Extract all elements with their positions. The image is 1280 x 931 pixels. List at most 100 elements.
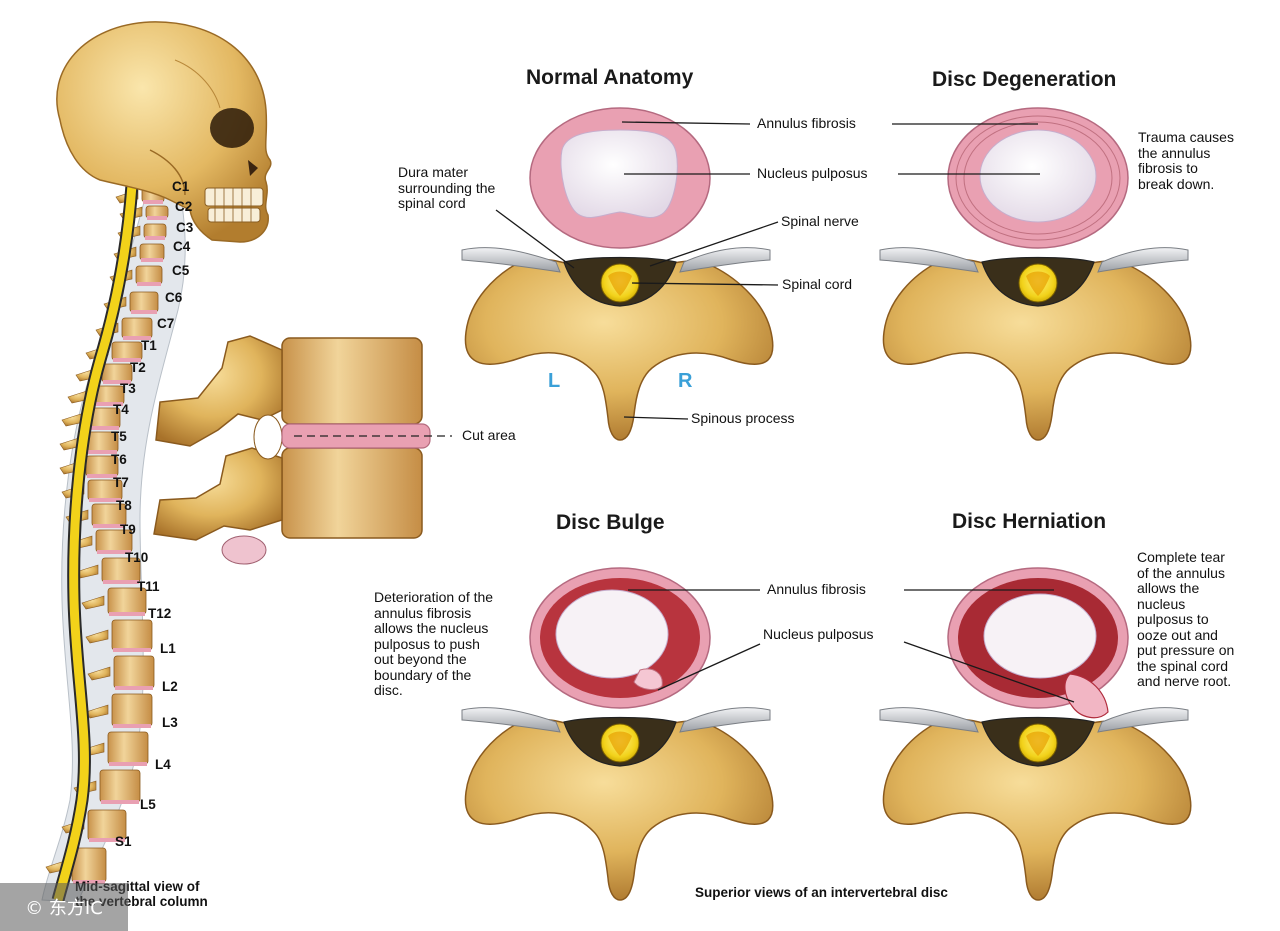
- note-bulge: Deterioration of the annulus fibrosis al…: [374, 589, 494, 698]
- watermark: © 东方IC: [0, 883, 128, 931]
- spinal-cord-grey-matter: [608, 731, 632, 756]
- vertebra-label-t7: T7: [113, 475, 129, 490]
- spinous-process-lateral: [85, 629, 109, 644]
- note-degeneration: Trauma causes the annulus fibrosis to br…: [1138, 129, 1234, 192]
- spinal-nerve-left: [879, 247, 979, 273]
- vertebral-body: [143, 223, 167, 239]
- vertebra-label-t5: T5: [111, 429, 127, 444]
- vertebra-label-c3: C3: [176, 220, 194, 235]
- spinal-nerve-right: [1097, 707, 1189, 733]
- vertebra-label-c4: C4: [173, 239, 191, 254]
- intervertebral-disc: [93, 524, 125, 528]
- label-nucleus-pulposus-lower: Nucleus pulposus: [763, 626, 874, 642]
- vertebra-label-t10: T10: [125, 550, 149, 565]
- spinal-nerve-left: [879, 707, 979, 733]
- vertebra-label-t11: T11: [137, 579, 160, 594]
- vertebra-label-s1: S1: [115, 834, 132, 849]
- intervertebral-disc: [89, 838, 125, 842]
- vertebral-body: [113, 655, 155, 689]
- panel-title-herniation: Disc Herniation: [952, 510, 1107, 533]
- intervertebral-disc: [147, 216, 167, 220]
- intervertebral-disc: [141, 258, 163, 262]
- intervertebral-disc: [87, 474, 117, 478]
- label-right-side: R: [678, 370, 693, 392]
- panel-title-normal: Normal Anatomy: [526, 66, 694, 89]
- panel-normal: [461, 107, 774, 441]
- spinous-process-lateral: [81, 595, 105, 610]
- vertebra-label-t1: T1: [141, 338, 157, 353]
- spinal-cord-grey-matter: [1026, 271, 1050, 296]
- note-herniation: Complete tear of the annulus allows the …: [1137, 549, 1235, 689]
- vertebra-label-l4: L4: [155, 757, 171, 772]
- vertebra-label-t12: T12: [148, 606, 172, 621]
- caption-superior-views: Superior views of an intervertebral disc: [695, 885, 948, 900]
- intervertebral-disc: [137, 282, 161, 286]
- intervertebral-disc: [89, 498, 121, 502]
- intervertebral-disc: [101, 800, 139, 804]
- label-dura-mater: Dura mater surrounding the spinal cord: [398, 164, 496, 211]
- intervertebral-disc: [109, 612, 145, 616]
- intervertebral-disc: [109, 762, 147, 766]
- panel-title-degeneration: Disc Degeneration: [932, 68, 1117, 91]
- vertebra-label-c6: C6: [165, 290, 183, 305]
- spinal-nerve-right: [1097, 247, 1189, 273]
- vertebra-label-t3: T3: [120, 381, 136, 396]
- label-nucleus-pulposus: Nucleus pulposus: [757, 165, 868, 181]
- label-cut-area: Cut area: [462, 427, 516, 443]
- lateral-vertebrae-illustration: [153, 335, 452, 565]
- vertebral-body: [135, 265, 163, 285]
- intervertebral-disc: [113, 358, 141, 362]
- vertebral-body: [111, 693, 153, 727]
- label-spinal-nerve: Spinal nerve: [781, 213, 859, 229]
- vertebra-label-c1: C1: [172, 179, 190, 194]
- intervertebral-disc: [103, 380, 131, 384]
- nucleus-pulposus: [983, 593, 1097, 679]
- vertebral-body: [121, 317, 153, 339]
- vertebral-column-illustration: [41, 21, 272, 903]
- spinal-nerve-right: [679, 247, 771, 273]
- vertebra-label-l1: L1: [160, 641, 176, 656]
- vertebra-label-l5: L5: [140, 797, 156, 812]
- vertebra-label-t6: T6: [111, 452, 127, 467]
- intervertebral-disc: [113, 724, 151, 728]
- spinal-nerve-left: [461, 707, 561, 733]
- bulge-protrusion: [633, 668, 663, 690]
- vertebra-label-t9: T9: [120, 522, 136, 537]
- vertebral-body: [111, 619, 153, 651]
- label-annulus-fibrosis: Annulus fibrosis: [757, 115, 856, 131]
- nucleus-pulposus: [555, 589, 669, 679]
- spinal-cord-grey-matter: [1026, 731, 1050, 756]
- vertebral-body: [139, 243, 165, 261]
- intervertebral-disc: [95, 402, 123, 406]
- panel-degeneration: [879, 107, 1192, 441]
- intervertebral-disc: [97, 550, 131, 554]
- nucleus-pulposus: [560, 129, 678, 218]
- annulus-ring: [963, 121, 1113, 235]
- spinal-nerve-right: [679, 707, 771, 733]
- intervertebral-disc: [73, 880, 105, 884]
- vertebral-body: [111, 341, 143, 361]
- vertebra-label-l3: L3: [162, 715, 178, 730]
- label-left-side: L: [548, 370, 561, 392]
- intervertebral-disc: [143, 200, 163, 204]
- panel-herniation: [879, 567, 1192, 901]
- vertebral-body: [101, 363, 133, 383]
- vertebral-body: [99, 769, 141, 803]
- vertebra-label-c7: C7: [157, 316, 175, 331]
- vertebra-label-c5: C5: [172, 263, 190, 278]
- vertebra-label-t2: T2: [130, 360, 146, 375]
- spinal-nerve-left: [461, 247, 561, 273]
- label-spinal-cord: Spinal cord: [782, 276, 853, 292]
- panel-bulge: [461, 567, 774, 901]
- spinous-process-lateral: [85, 704, 109, 719]
- vertebra-label-t8: T8: [116, 498, 132, 513]
- intervertebral-disc: [87, 450, 117, 454]
- vertebra-label-t4: T4: [113, 402, 129, 417]
- skull-illustration: [56, 21, 272, 243]
- vertebral-body: [107, 731, 149, 765]
- intervertebral-disc: [131, 310, 157, 314]
- annulus-ring: [955, 115, 1121, 241]
- leader-lines: [495, 121, 1075, 703]
- intervertebral-disc: [123, 336, 151, 340]
